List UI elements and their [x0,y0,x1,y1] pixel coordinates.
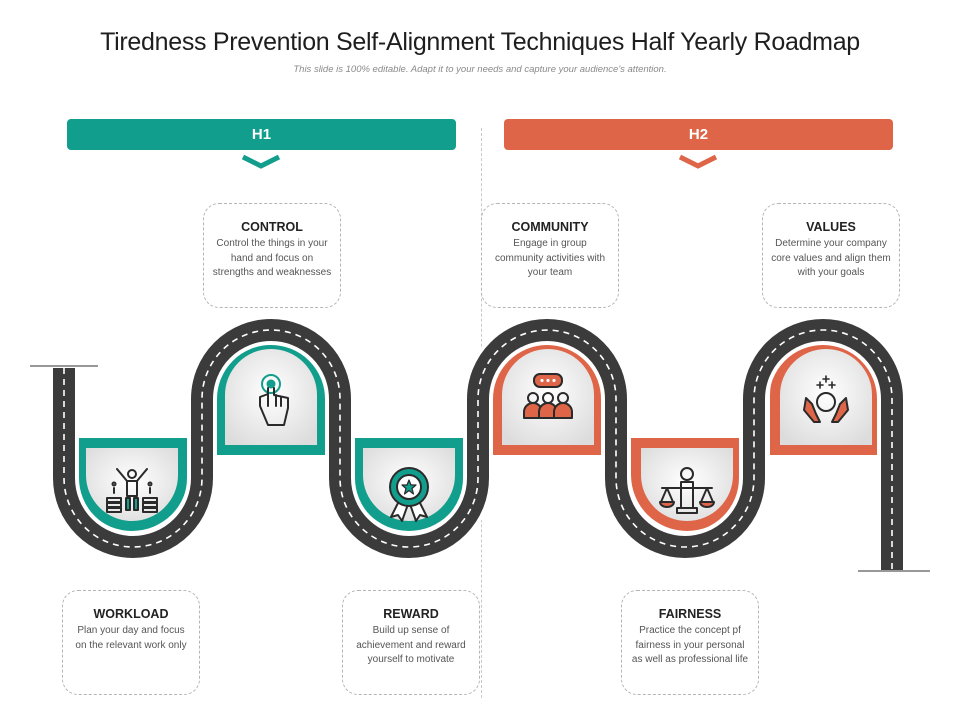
milestone-card-reward: REWARD Build up sense of achievement and… [342,590,480,695]
milestone-card-control: CONTROL Control the things in your hand … [203,203,341,308]
milestone-title: FAIRNESS [630,607,750,621]
milestone-title: REWARD [351,607,471,621]
milestone-card-fairness: FAIRNESS Practice the concept pf fairnes… [621,590,759,695]
milestone-description: Engage in group community activities wit… [490,237,610,281]
milestone-description: Practice the concept pf fairness in your… [630,624,750,668]
milestone-description: Build up sense of achievement and reward… [351,624,471,668]
milestone-description: Control the things in your hand and focu… [212,237,332,281]
milestone-title: VALUES [771,220,891,234]
milestone-description: Determine your company core values and a… [771,237,891,281]
milestone-card-values: VALUES Determine your company core value… [762,203,900,308]
milestone-card-community: COMMUNITY Engage in group community acti… [481,203,619,308]
milestone-description: Plan your day and focus on the relevant … [71,624,191,653]
milestone-title: COMMUNITY [490,220,610,234]
milestone-title: CONTROL [212,220,332,234]
milestone-title: WORKLOAD [71,607,191,621]
milestone-card-workload: WORKLOAD Plan your day and focus on the … [62,590,200,695]
